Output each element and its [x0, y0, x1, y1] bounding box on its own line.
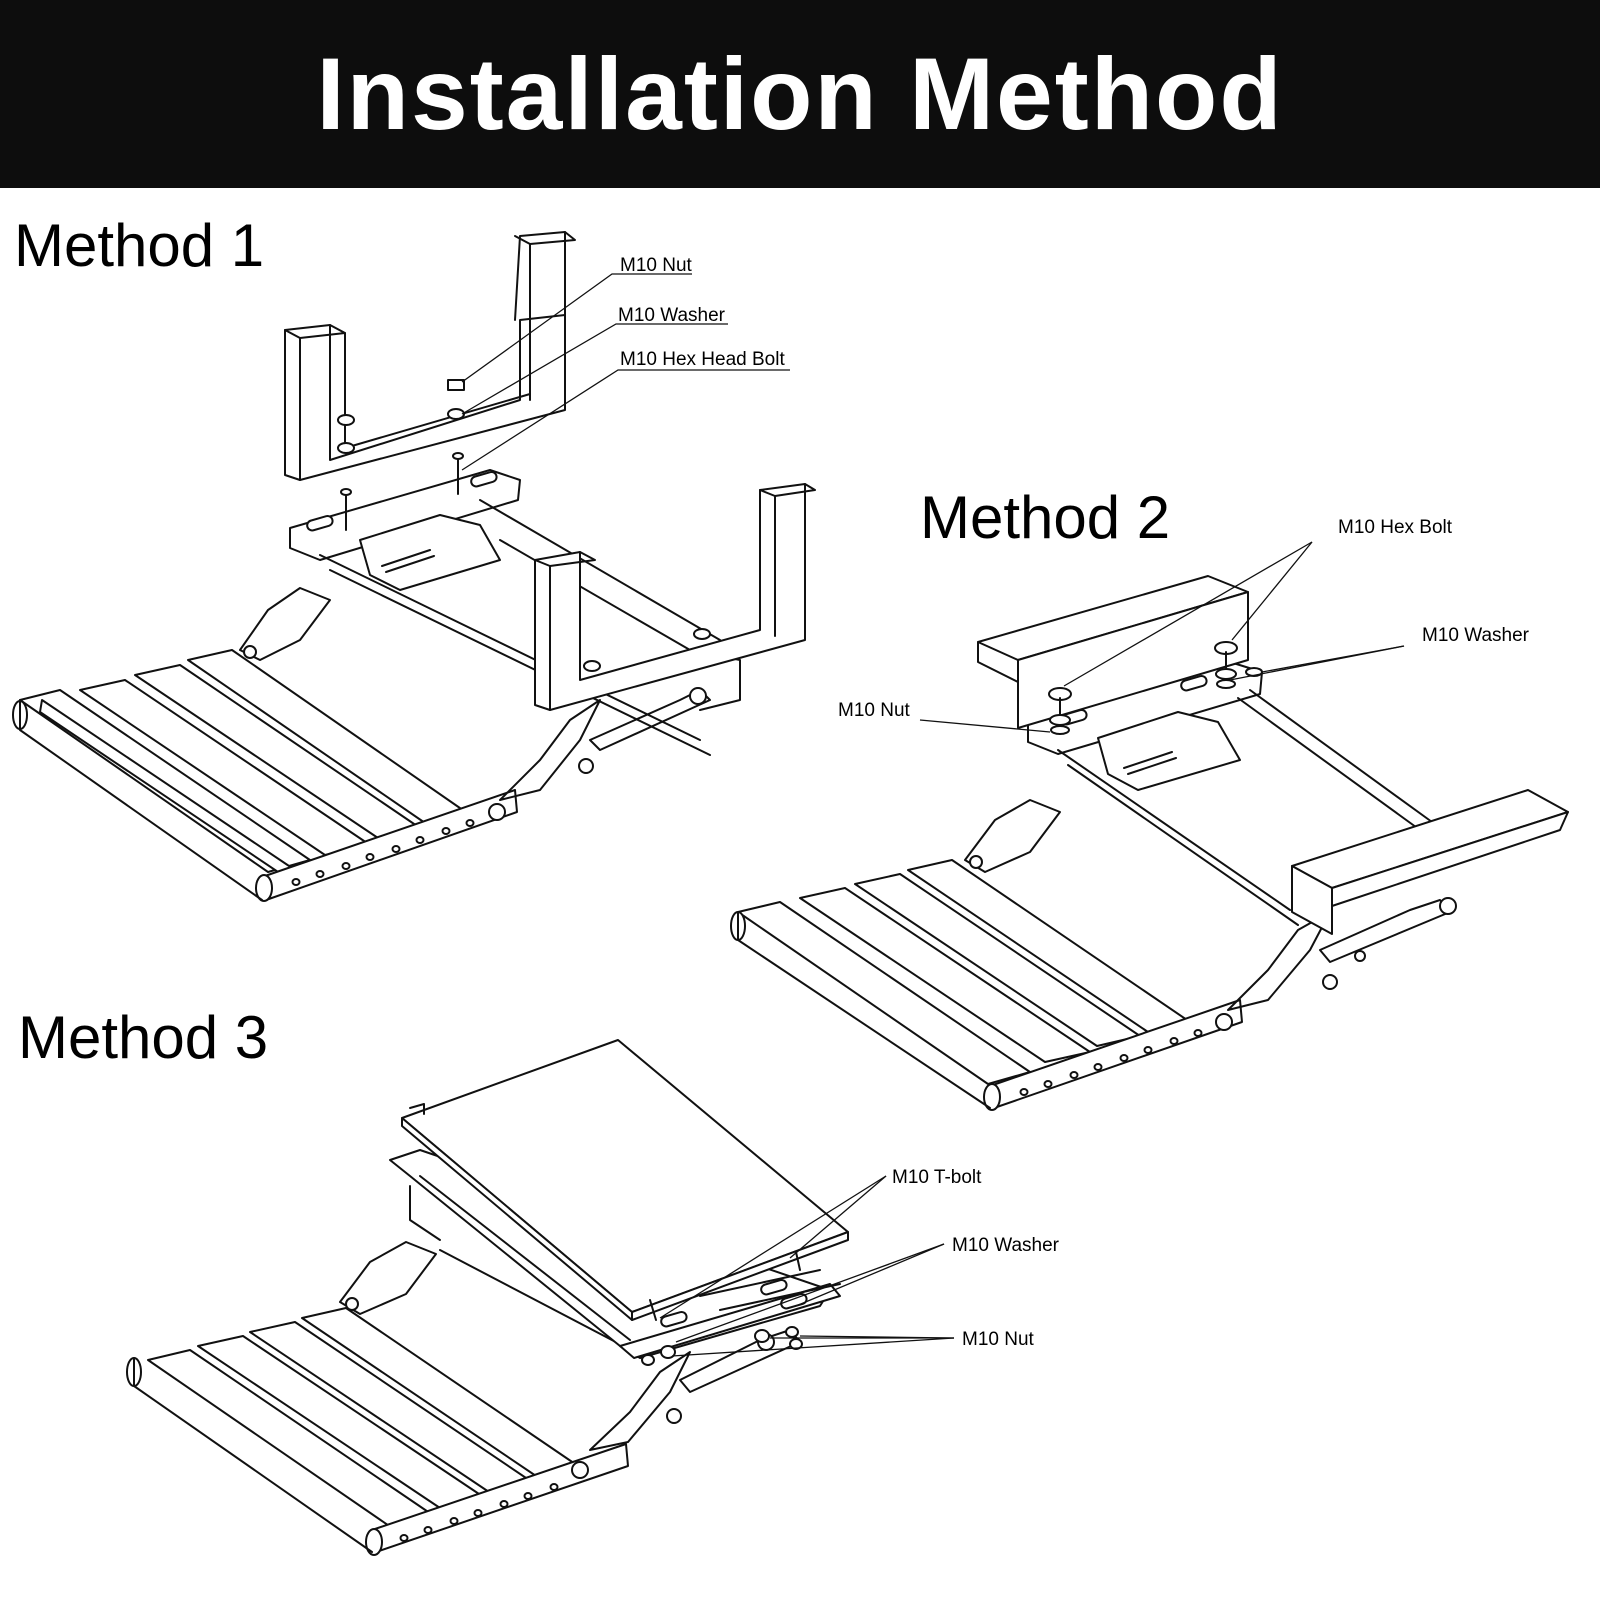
page-title: Installation Method	[316, 37, 1284, 151]
method-3-hardware	[641, 1251, 803, 1366]
method-2-callout-washer: M10 Washer	[1422, 625, 1529, 646]
method-1-linkage	[239, 587, 711, 801]
method-1-assembly	[12, 231, 816, 902]
method-3-title: Method 3	[18, 1004, 269, 1071]
method-2-mounting-plate	[1027, 661, 1433, 926]
method-2-upper-angle-bracket	[977, 575, 1249, 729]
method-1-upper-bracket	[284, 231, 576, 481]
method-1-callout-nut: M10 Nut	[620, 255, 692, 276]
method-2-assembly	[730, 541, 1569, 1111]
method-3-callout-washer: M10 Washer	[952, 1235, 1059, 1256]
method-3-frame-holes	[399, 1461, 589, 1542]
method-1-leader-lines	[461, 273, 790, 471]
method-1-title: Method 1	[14, 212, 265, 279]
method-1-step-treads	[12, 649, 518, 902]
method-2-leader-lines	[919, 541, 1405, 733]
method-1-frame-holes	[291, 803, 506, 886]
method-3-callout-nut: M10 Nut	[962, 1329, 1034, 1350]
method-3-callout-tbolt: M10 T-bolt	[892, 1167, 982, 1188]
method-2-callout-bolt: M10 Hex Bolt	[1338, 517, 1453, 538]
method-1-callout-bolt: M10 Hex Head Bolt	[620, 349, 785, 370]
method-2-callout-nut: M10 Nut	[838, 700, 910, 721]
method-2-title: Method 2	[920, 484, 1171, 551]
title-banner: Installation Method	[0, 0, 1600, 188]
method-3-step-treads	[126, 1307, 629, 1556]
method-2-frame-holes	[1019, 1013, 1233, 1096]
method-1-lower-bracket	[534, 483, 816, 711]
method-3-assembly	[126, 1039, 955, 1556]
method-3-leader-lines	[659, 1175, 955, 1357]
method-3-linkage	[339, 1185, 801, 1451]
method-2-hardware	[1048, 641, 1263, 735]
method-2-step-treads	[730, 859, 1243, 1111]
method-1-mounting-plate	[289, 452, 741, 756]
method-1-callout-washer: M10 Washer	[618, 305, 725, 326]
method-2-lower-angle-bracket	[1291, 789, 1569, 935]
